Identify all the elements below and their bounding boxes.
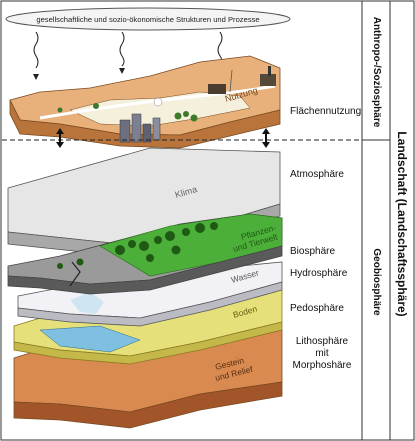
- label-hydrosphaere: Hydrosphäre: [290, 268, 348, 279]
- influence-arrows: [33, 31, 223, 69]
- label-pedosphaere: Pedosphäre: [290, 303, 344, 314]
- label-geobio: Geobiosphäre: [371, 248, 382, 316]
- bio-layer: Pflanzen- und Tierwelt: [7, 213, 283, 295]
- label-biosphaere: Biosphäre: [290, 246, 335, 257]
- label-atmosphaere: Atmosphäre: [290, 169, 344, 180]
- banner-ellipse: [5, 7, 291, 31]
- double-arrows: [56, 128, 270, 148]
- label-litho-3: Morphoshäre: [293, 360, 352, 371]
- label-anthropo: Anthropo-/Soziosphäre: [371, 17, 382, 128]
- banner-text: gesellschaftliche und sozio-ökonomische …: [36, 15, 259, 24]
- double-arrow-right: [262, 128, 270, 148]
- label-litho-1: Lithosphäre: [296, 336, 349, 347]
- double-arrow-left: [56, 128, 64, 148]
- label-flaechennutzung: Flächennutzung: [290, 106, 361, 117]
- squiggle-arrow-2: [119, 31, 125, 67]
- right-labels: Flächennutzung Atmosphäre Biosphäre Hydr…: [290, 106, 361, 371]
- label-litho-2: mit: [315, 348, 329, 359]
- label-landschaft: Landschaft (Landschaftssphäre): [395, 131, 409, 316]
- squiggle-arrow-1: [33, 31, 39, 69]
- nutzung-layer: Nutzung: [9, 55, 281, 149]
